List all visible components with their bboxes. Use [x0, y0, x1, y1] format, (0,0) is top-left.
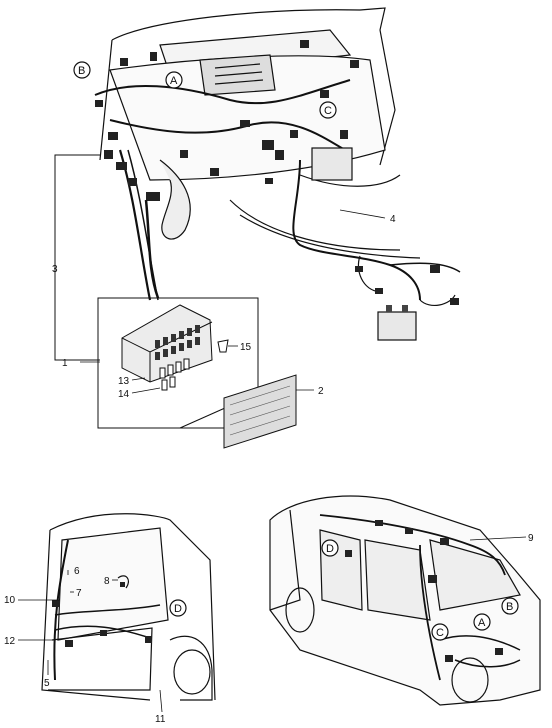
marker-a-van-label: A — [478, 617, 486, 629]
part-number-6: 6 — [74, 566, 80, 577]
marker-b-top: B — [73, 61, 91, 79]
marker-c-van-label: C — [436, 627, 444, 639]
marker-c-van: C — [431, 623, 449, 641]
rear-van-view — [41, 513, 216, 701]
marker-d-rear: D — [169, 599, 187, 617]
location-markers: A B C D D C A B — [73, 61, 519, 641]
part-number-4: 4 — [390, 214, 396, 225]
leader-lines — [18, 209, 527, 713]
part-number-13: 13 — [118, 376, 130, 387]
part-number-12: 12 — [4, 636, 16, 647]
part-number-15: 15 — [240, 342, 252, 353]
part-number-labels: 1 2 3 4 5 6 7 8 9 10 11 12 13 14 15 — [4, 214, 534, 725]
part-number-11: 11 — [155, 714, 166, 725]
part-number-7: 7 — [76, 588, 82, 599]
part-number-3: 3 — [52, 264, 58, 275]
marker-a-van: A — [473, 613, 491, 631]
fuse-box-icon — [121, 304, 213, 391]
marker-d-van-label: D — [326, 543, 334, 555]
marker-c-top-label: C — [324, 105, 332, 117]
part-number-1: 1 — [62, 358, 68, 369]
battery-icon — [377, 305, 417, 341]
marker-c-top: C — [319, 101, 337, 119]
fuse-box-inset — [97, 297, 297, 449]
part-number-5: 5 — [44, 678, 50, 689]
marker-b-van: B — [501, 597, 519, 615]
part-number-10: 10 — [4, 595, 16, 606]
part-number-14: 14 — [118, 389, 130, 400]
marker-a-top: A — [165, 71, 183, 89]
marker-a-top-label: A — [170, 75, 178, 87]
part-number-8: 8 — [104, 576, 110, 587]
marker-b-van-label: B — [506, 601, 513, 613]
van-body-icon — [269, 495, 541, 706]
marker-d-van: D — [321, 539, 339, 557]
marker-d-rear-label: D — [174, 603, 182, 615]
part-number-2: 2 — [318, 386, 324, 397]
part-number-9: 9 — [528, 533, 534, 544]
marker-b-top-label: B — [78, 65, 85, 77]
